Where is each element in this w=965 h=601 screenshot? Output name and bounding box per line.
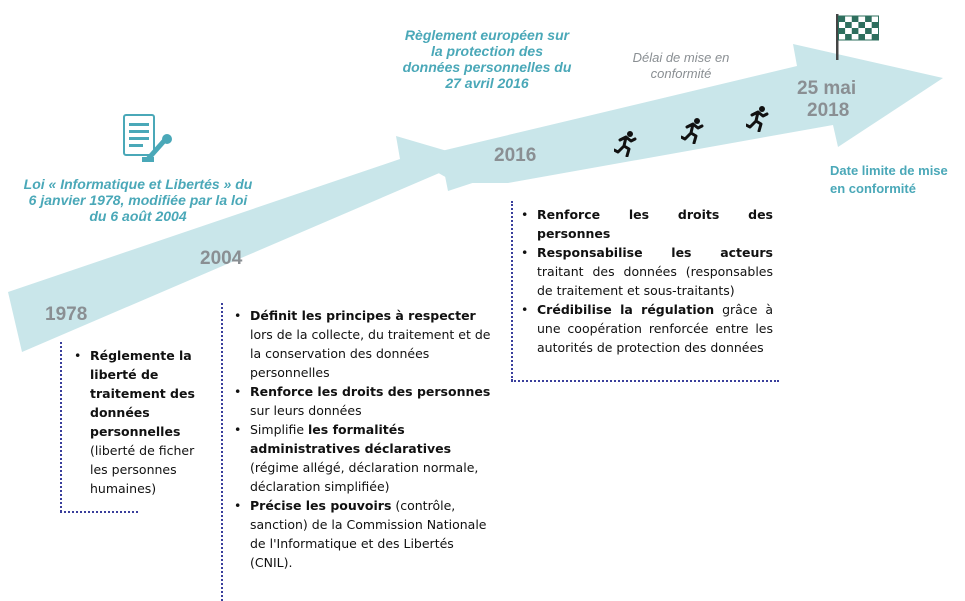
delai-label: Délai de mise en conformité [632,50,730,81]
arrow-2016-2018 [412,44,943,183]
year-2004: 2004 [200,248,243,269]
box-1978-bottom-border [60,511,138,513]
box-2016-item-2: Responsabilise les acteurs traitant des … [517,243,773,300]
box-2016-bottom-border [511,380,779,382]
box-2004-item-3: Simplifie les formalités administratives… [230,420,500,496]
year-1978: 1978 [45,304,88,325]
checkered-flag-icon [836,14,879,60]
runner-icon [681,118,704,144]
year-2018: 25 mai 2018 [797,78,856,122]
box-1978: Réglemente la liberté de traitement des … [70,346,210,498]
year-2018-year: 2018 [807,100,850,121]
box-1978-border [60,342,62,512]
box-2016: Renforce les droits des personnes Respon… [517,205,773,357]
document-stamp-icon [123,114,172,162]
box-2016-item-1: Renforce les droits des personnes [517,205,773,243]
loi-title: Loi « Informatique et Libertés » du 6 ja… [23,176,253,224]
rgpd-title: Règlement européen sur la protection des… [402,27,572,91]
runner-icon [614,131,637,157]
year-2016: 2016 [494,145,537,166]
box-2004-item-1: Définit les principes à respecter lors d… [230,306,500,382]
box-2004-border [221,303,223,601]
runner-icon [746,106,769,132]
arrow-1978-2016 [8,136,512,352]
box-2016-item-3: Crédibilise la régulation grâce à une co… [517,300,773,357]
box-2016-border [511,201,513,381]
box-2004-item-4: Précise les pouvoirs (contrôle, sanction… [230,496,500,572]
box-2004-item-2: Renforce les droits des personnes sur le… [230,382,500,420]
deadline-label: Date limite de mise en conformité [830,163,948,196]
year-2018-day: 25 mai [797,78,857,99]
box-1978-item-1: Réglemente la liberté de traitement des … [70,346,210,498]
box-2004: Définit les principes à respecter lors d… [230,306,500,572]
